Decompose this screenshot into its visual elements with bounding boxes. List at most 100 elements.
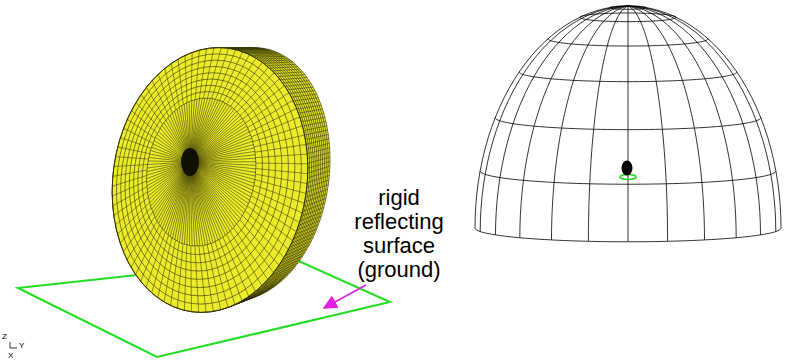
tread-line [289,91,315,94]
dome-meridian [588,6,628,241]
rim-spoke [190,162,246,210]
sidewall-line [240,79,279,116]
axis-line [10,348,17,349]
rim-spoke [190,155,255,162]
sidewall-line [136,225,160,275]
dome-meridian [628,6,781,228]
sidewall-line [184,245,186,310]
axis-line [10,342,11,348]
tread-line [267,64,296,65]
dome-meridian [628,6,629,242]
tread-line [308,152,330,158]
sidewall-line [199,49,206,99]
axis-label: X [8,351,13,360]
sidewall-line [250,108,297,132]
sidewall-line [118,147,150,154]
rim-spoke [190,151,255,162]
tread-line [301,117,325,121]
sidewall-line [256,154,308,157]
tread-line [307,143,330,149]
sidewall-line [131,111,157,134]
sidewall-line [112,176,146,187]
rim-spoke [190,162,250,200]
tread-line [297,105,321,109]
sidewall-ring [127,77,281,272]
dome-meridian [628,6,668,241]
tread-line [248,53,280,55]
sidewall-line [216,50,236,99]
sidewall-line [256,163,308,165]
tread-line [272,69,300,71]
tread-line [295,101,320,105]
sidewall-line [131,221,157,267]
tread-line [303,122,326,127]
sidewall-line [120,138,151,149]
sidewall-line [245,93,289,124]
tire-mesh [95,35,345,325]
tread-line [297,221,320,230]
sidewall-line [171,64,179,107]
rim-spoke [190,132,250,162]
rim-spoke [190,162,241,219]
sidewall-line [185,55,187,102]
tread-line [269,67,298,68]
axis-label: Z [2,332,7,341]
sidewall-line [219,240,242,301]
sidewall-line [124,128,153,143]
tread-line [251,54,282,56]
tread-line [287,87,313,90]
tread-ring [95,35,324,325]
tread-line [304,198,326,206]
sidewall-line [114,165,147,167]
tread-line [305,189,327,197]
tread-line [308,171,330,178]
rim-spoke [190,158,256,162]
tread-line [307,175,329,182]
sidewall-line [127,217,155,260]
callout-label: rigid reflecting surface (ground) [343,186,455,282]
sidewall-line [256,174,308,184]
sidewall-line [203,246,213,312]
dome-meridian [520,6,628,238]
sidewall-line [199,246,206,312]
dome-meridian [628,6,776,232]
tread-line [300,113,324,117]
sidewall-ring [101,42,318,316]
sidewall-ring [111,56,302,298]
rim-spoke [190,123,245,162]
sidewall-line [177,244,183,308]
sidewall-line [164,240,175,302]
sidewall-line [254,135,304,147]
dome-mesh [475,6,781,242]
tread-line [305,134,328,139]
tread-line [291,94,316,97]
dome-meridian [480,6,628,232]
sidewall-line [120,207,151,243]
sidewall-line [113,187,147,206]
rim-spoke [190,121,244,162]
sidewall-line [165,69,176,110]
sidewall-line [113,170,147,176]
sidewall-line [118,202,150,234]
sidewall-line [227,58,256,104]
tire-face [95,35,324,325]
sidewall-ring [137,91,265,254]
sidewall-line [255,180,306,194]
rim-spoke [190,162,255,176]
tread-line [285,84,311,87]
sidewall-line [158,238,172,298]
tread-line [278,75,305,77]
sidewall-line [234,228,268,280]
sidewall-line [231,62,263,106]
tread-line [299,216,322,225]
tread-line [305,194,327,202]
tread-line [280,78,307,80]
tread-line [300,212,323,221]
sidewall-line [255,144,306,152]
sidewall-ring [95,35,324,325]
rim-spoke [190,148,254,162]
sidewall-line [256,169,308,174]
sidewall-line [250,201,297,232]
dome-meridian [628,6,736,238]
